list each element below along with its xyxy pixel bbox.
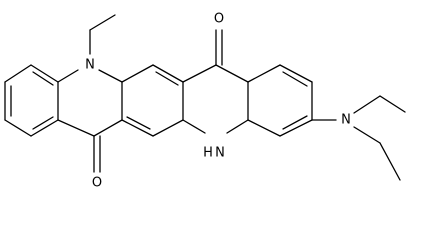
bond: [247, 119, 281, 137]
atom-label-o-top: O: [214, 12, 224, 27]
bond: [32, 116, 54, 130]
bond: [379, 142, 401, 181]
bonds: [4, 14, 406, 181]
bond: [4, 119, 32, 137]
bond: [226, 119, 249, 134]
bond: [182, 64, 217, 83]
bond: [155, 71, 179, 86]
bond: [89, 14, 116, 31]
bond: [4, 64, 32, 83]
bond: [279, 119, 313, 137]
bond: [247, 64, 281, 83]
bond: [30, 64, 59, 83]
bond: [57, 69, 79, 83]
atom-label-nh-n: N: [215, 146, 225, 161]
bond: [182, 119, 206, 134]
atom-label-o-bottom: O: [92, 176, 102, 191]
bond: [126, 116, 151, 130]
bond: [93, 119, 123, 137]
bond: [353, 95, 381, 114]
bond: [121, 64, 154, 83]
bond: [379, 95, 406, 113]
bond: [57, 119, 95, 137]
bond: [32, 71, 54, 86]
bond: [152, 64, 184, 83]
bond: [98, 69, 123, 83]
atom-label-n-diethylamino: N: [341, 113, 351, 128]
bond: [121, 119, 154, 137]
bond: [353, 126, 381, 144]
bond: [279, 64, 313, 83]
atom-label-n-ethyl: N: [85, 58, 95, 73]
bond: [215, 64, 249, 83]
bond: [30, 119, 59, 137]
bond: [282, 115, 308, 130]
bond: [282, 71, 308, 87]
atom-label-nh-h: H: [203, 146, 213, 161]
atom-labels: N H N N O O: [85, 12, 351, 191]
molecule-structure: N H N N O O: [4, 12, 406, 191]
bond: [152, 119, 184, 137]
